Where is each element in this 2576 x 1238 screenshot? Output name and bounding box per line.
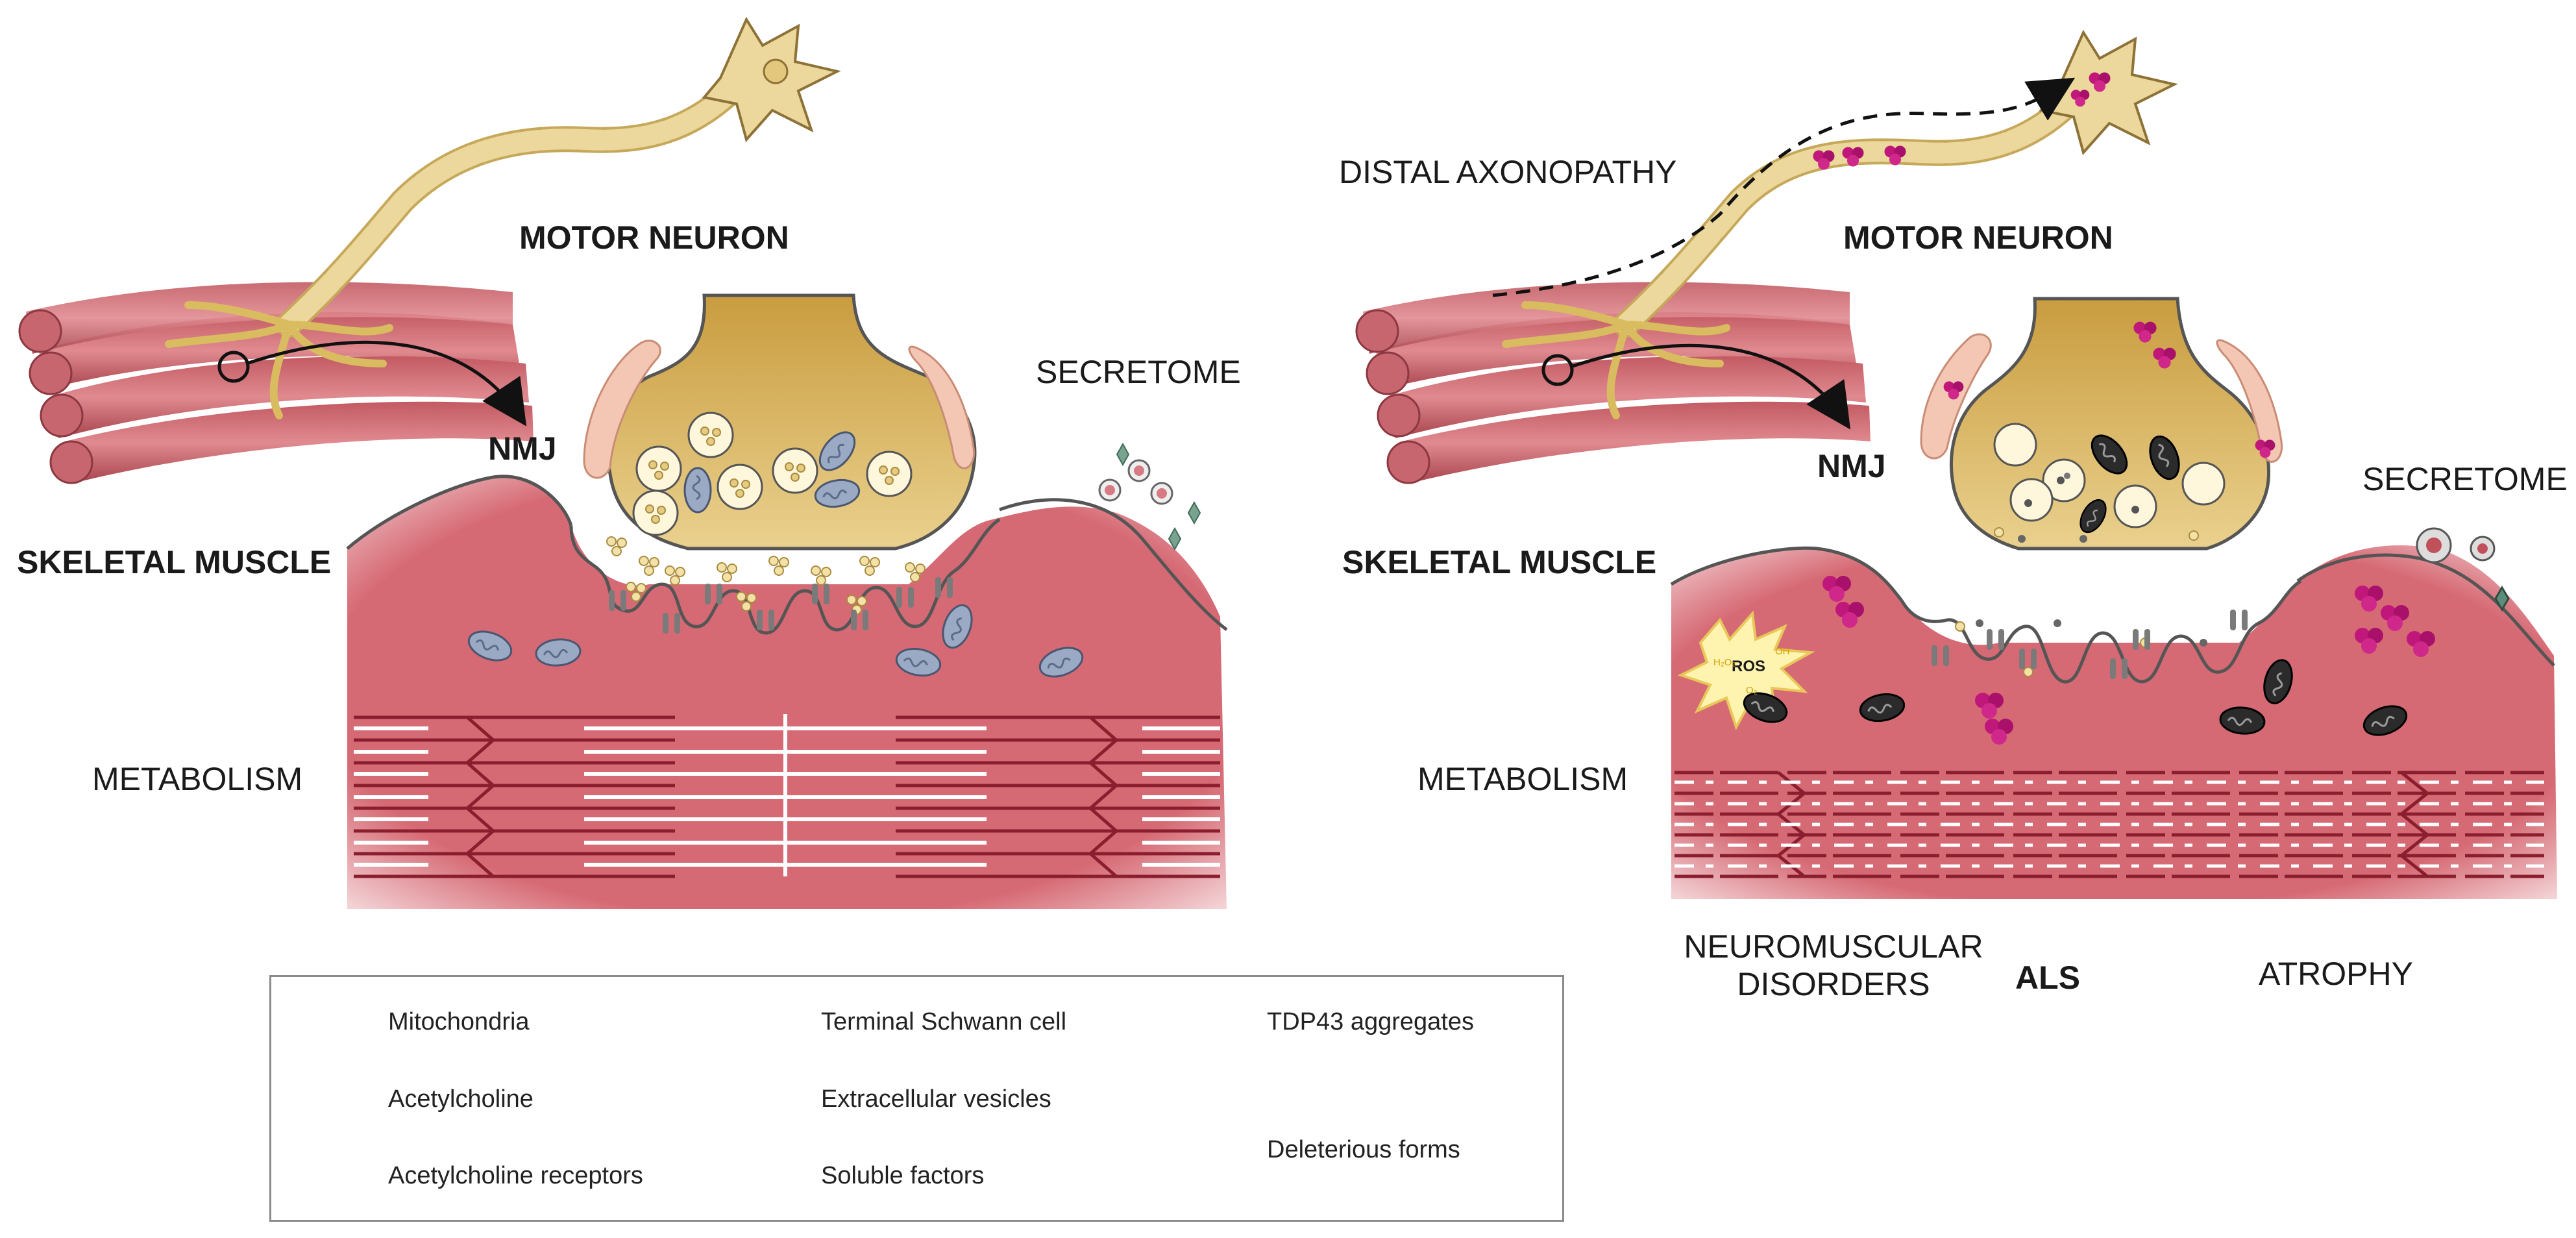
- right-secretome-label: SECRETOME: [2362, 461, 2568, 497]
- right-zoom-arrow: [1570, 343, 1851, 430]
- left-postsynaptic-membrane: [569, 517, 1001, 635]
- ros-species-h2o2: H₂O₂: [1713, 657, 1736, 668]
- neuromuscular-disorders-label: NEUROMUSCULAR DISORDERS: [1681, 928, 1986, 1003]
- right-nmj-label: NMJ: [1817, 448, 1886, 484]
- ros-species-o2: O₂: [1746, 685, 1758, 696]
- right-sarcomeres: [1674, 771, 2544, 878]
- legend-deleterious-label: Deleterious forms: [1267, 1136, 1460, 1163]
- right-panel: [1355, 29, 2557, 899]
- right-motor-neuron-label: MOTOR NEURON: [1843, 219, 2113, 256]
- distal-axonopathy-arrow: [1492, 77, 2076, 297]
- left-neuron-soma: [702, 16, 841, 143]
- left-nmj-label: NMJ: [488, 430, 557, 467]
- left-zoom-arrow: [246, 340, 527, 427]
- distal-axonopathy-label: DISTAL AXONOPATHY: [1339, 154, 1677, 190]
- right-postsynaptic-membrane: [1900, 579, 2302, 684]
- neuromuscular-disorders-line1: NEUROMUSCULAR: [1684, 928, 1983, 965]
- legend-schwann-label: Terminal Schwann cell: [821, 1008, 1067, 1035]
- left-axon: [165, 55, 766, 419]
- legend-box: [269, 975, 1564, 1222]
- left-panel: [18, 16, 1228, 909]
- left-schwann-cells: [583, 340, 975, 479]
- right-neuron-soma: [2039, 29, 2178, 156]
- right-metabolism-label: METABOLISM: [1417, 761, 1628, 797]
- atrophy-label: ATROPHY: [2259, 956, 2413, 992]
- right-sarcomere-bands: [1674, 780, 2544, 868]
- legend-soluble-label: Soluble factors: [821, 1162, 985, 1189]
- neuromuscular-disorders-line2: DISORDERS: [1737, 965, 1930, 1002]
- left-sarcomeres: [354, 715, 1220, 878]
- right-secretome-particles: [2416, 527, 2510, 612]
- left-sarcomere-bands: [354, 714, 1220, 876]
- legend-acetylcholine-label: Acetylcholine: [388, 1085, 534, 1113]
- right-zoom-circle: [1541, 354, 1574, 386]
- right-schwann-cells: [1920, 333, 2283, 463]
- ros-burst: [1677, 610, 1815, 730]
- left-skeletal-muscle-label: SKELETAL MUSCLE: [17, 544, 332, 580]
- legend-vesicles-label: Extracellular vesicles: [821, 1085, 1051, 1113]
- right-nerve-terminal: [1950, 297, 2271, 551]
- right-synaptic-vesicles: [1993, 423, 2226, 528]
- als-label: ALS: [2015, 959, 2080, 996]
- ros-label: ROS: [1732, 658, 1766, 675]
- left-metabolism-label: METABOLISM: [92, 761, 303, 797]
- left-muscle-cell: [346, 475, 1228, 909]
- ros-species-oh: OH: [1775, 646, 1790, 657]
- legend-receptors-label: Acetylcholine receptors: [388, 1162, 643, 1189]
- legend-mitochondria-label: Mitochondria: [388, 1008, 530, 1035]
- legend-tdp43-label: TDP43 aggregates: [1267, 1008, 1474, 1035]
- right-muscle-cell: [1670, 545, 2557, 899]
- left-motor-neuron-label: MOTOR NEURON: [519, 219, 789, 256]
- left-zoom-circle: [217, 351, 250, 383]
- right-skeletal-muscle-label: SKELETAL MUSCLE: [1342, 544, 1657, 580]
- left-secretome-label: SECRETOME: [1036, 354, 1241, 390]
